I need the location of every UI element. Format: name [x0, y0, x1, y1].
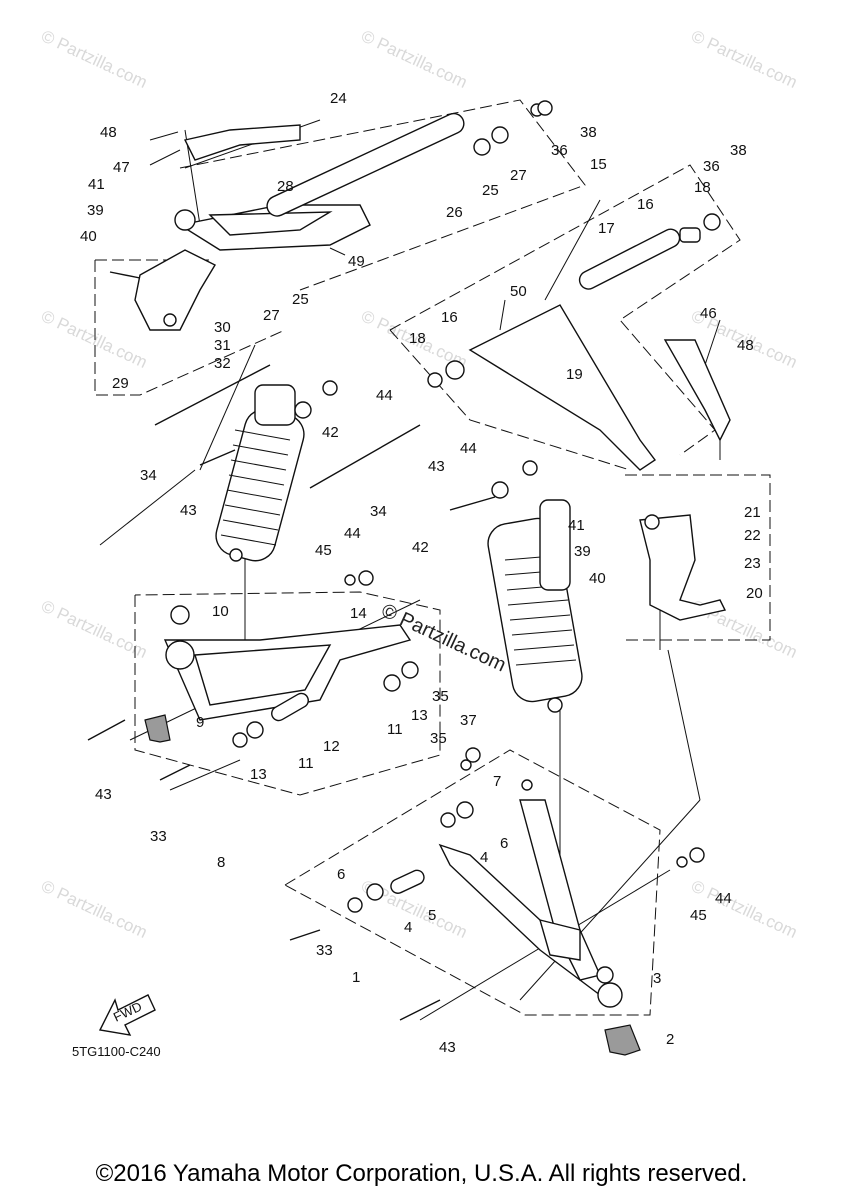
- callout-25: 25: [482, 182, 499, 199]
- callout-12: 12: [323, 738, 340, 755]
- callout-35: 35: [430, 730, 447, 747]
- watermark: © Partzilla.com: [38, 596, 150, 662]
- callout-18: 18: [409, 330, 426, 347]
- callout-10: 10: [212, 603, 229, 620]
- callout-6: 6: [500, 835, 508, 852]
- callout-17: 17: [598, 220, 615, 237]
- callout-6: 6: [337, 866, 345, 883]
- watermark: © Partzilla.com: [38, 306, 150, 372]
- watermark: © Partzilla.com: [38, 26, 150, 92]
- callout-36: 36: [551, 142, 568, 159]
- callout-9: 9: [196, 714, 204, 731]
- callout-26: 26: [446, 204, 463, 221]
- callout-8: 8: [217, 854, 225, 871]
- callout-44: 44: [376, 387, 393, 404]
- shock-left: [215, 384, 312, 562]
- callout-19: 19: [566, 366, 583, 383]
- callout-1: 1: [352, 969, 360, 986]
- callout-39: 39: [574, 543, 591, 560]
- callout-4: 4: [480, 849, 488, 866]
- callout-36: 36: [703, 158, 720, 175]
- callout-45: 45: [315, 542, 332, 559]
- shock-right: [487, 481, 583, 713]
- watermark: © Partzilla.com: [688, 26, 800, 92]
- callout-24: 24: [330, 90, 347, 107]
- callout-50: 50: [510, 283, 527, 300]
- callout-44: 44: [460, 440, 477, 457]
- callout-4: 4: [404, 919, 412, 936]
- callout-28: 28: [277, 178, 294, 195]
- callout-3: 3: [653, 970, 661, 987]
- group-outlines: [94, 99, 771, 1016]
- callout-23: 23: [744, 555, 761, 572]
- callout-5: 5: [428, 907, 436, 924]
- callout-33: 33: [150, 828, 167, 845]
- callout-27: 27: [263, 307, 280, 324]
- callout-32: 32: [214, 355, 231, 372]
- callout-27: 27: [510, 167, 527, 184]
- callout-31: 31: [214, 337, 231, 354]
- callout-22: 22: [744, 527, 761, 544]
- callout-38: 38: [730, 142, 747, 159]
- callout-20: 20: [746, 585, 763, 602]
- copyright-notice: ©2016 Yamaha Motor Corporation, U.S.A. A…: [95, 1160, 748, 1187]
- callout-48: 48: [100, 124, 117, 141]
- watermark: © Partzilla.com: [358, 26, 470, 92]
- callout-35: 35: [432, 688, 449, 705]
- callout-42: 42: [322, 424, 339, 441]
- callout-43: 43: [95, 786, 112, 803]
- callout-30: 30: [214, 319, 231, 336]
- callout-13: 13: [250, 766, 267, 783]
- callout-18: 18: [694, 179, 711, 196]
- callout-44: 44: [715, 890, 732, 907]
- fwd-arrow-icon: FWD: [98, 994, 156, 1036]
- callout-40: 40: [80, 228, 97, 245]
- callout-29: 29: [112, 375, 129, 392]
- upper-arm-right: [427, 213, 731, 471]
- callout-42: 42: [412, 539, 429, 556]
- callout-16: 16: [637, 196, 654, 213]
- callout-25: 25: [292, 291, 309, 308]
- bolts: [87, 100, 705, 1021]
- callout-44: 44: [344, 525, 361, 542]
- watermark: © Partzilla.com: [38, 876, 150, 942]
- callout-14: 14: [350, 605, 367, 622]
- lower-arm-left: [144, 605, 419, 748]
- callout-7: 7: [493, 773, 501, 790]
- callout-45: 45: [690, 907, 707, 924]
- callout-34: 34: [370, 503, 387, 520]
- callout-41: 41: [568, 517, 585, 534]
- callout-48: 48: [737, 337, 754, 354]
- callout-38: 38: [580, 124, 597, 141]
- callout-33: 33: [316, 942, 333, 959]
- callout-41: 41: [88, 176, 105, 193]
- callout-39: 39: [87, 202, 104, 219]
- callout-11: 11: [387, 721, 403, 738]
- upper-arm-left: [174, 112, 465, 251]
- callout-labels: 1 2 3 4 4 5 6 6 7 8 9 10 11 11 12 13 13 …: [80, 90, 763, 1056]
- callout-43: 43: [439, 1039, 456, 1056]
- knuckle-left: [109, 249, 216, 331]
- callout-46: 46: [700, 305, 717, 322]
- callout-16: 16: [441, 309, 458, 326]
- callout-21: 21: [744, 504, 761, 521]
- callout-2: 2: [666, 1031, 674, 1048]
- callout-15: 15: [590, 156, 607, 173]
- knuckle-right: [639, 514, 727, 621]
- lower-arm-right: [347, 779, 641, 1056]
- diagram-code: 5TG1100-C240: [72, 1044, 161, 1059]
- callout-49: 49: [348, 253, 365, 270]
- callout-11: 11: [298, 755, 314, 772]
- callout-34: 34: [140, 467, 157, 484]
- callout-43: 43: [180, 502, 197, 519]
- callout-40: 40: [589, 570, 606, 587]
- callout-13: 13: [411, 707, 428, 724]
- callout-37: 37: [460, 712, 477, 729]
- callout-43: 43: [428, 458, 445, 475]
- callout-47: 47: [113, 159, 130, 176]
